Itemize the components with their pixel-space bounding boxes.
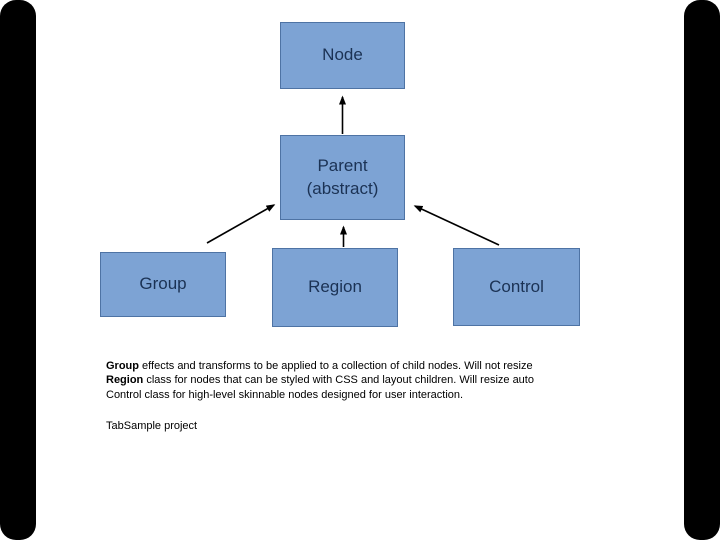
diagram-box-region: Region [272, 248, 398, 327]
notes-block: Group effects and transforms to be appli… [106, 359, 576, 402]
diagram-box-group: Group [100, 252, 226, 317]
note-group-text: effects and transforms to be applied to … [139, 360, 533, 372]
right-frame-bar [684, 0, 720, 540]
arrow-control-to-parent [413, 205, 500, 246]
region-box-label: Region [308, 277, 362, 297]
diagram-box-control: Control [453, 248, 580, 326]
node-box-label: Node [322, 45, 363, 65]
left-frame-bar [0, 0, 36, 540]
note-region-text: class for nodes that can be styled with … [143, 374, 534, 387]
note-line-control: Control class for high-level skinnable n… [106, 388, 576, 402]
note-line-group: Group effects and transforms to be appli… [106, 359, 576, 373]
diagram-box-parent: Parent (abstract) [280, 135, 405, 220]
note-group-term: Group [106, 360, 139, 372]
parent-box-label: Parent [317, 156, 368, 176]
project-caption: TabSample project [106, 420, 198, 432]
group-box-label: Group [139, 274, 187, 294]
diagram-box-node: Node [280, 22, 405, 89]
note-region-term: Region [106, 374, 144, 387]
note-line-region: Region class for nodes that can be style… [106, 373, 576, 387]
note-control-text: Control class for high-level skinnable n… [106, 388, 464, 401]
arrow-group-to-parent [206, 204, 276, 244]
parent-box-sublabel: (abstract) [306, 178, 379, 198]
control-box-label: Control [489, 276, 544, 296]
